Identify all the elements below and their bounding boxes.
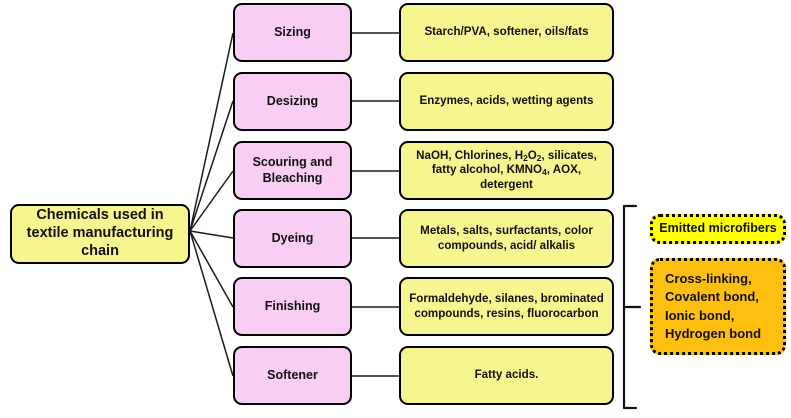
stage-label: Softener <box>267 367 318 382</box>
outcome-label: Cross-linking,Covalent bond,Ionic bond,H… <box>665 270 762 341</box>
chemical-box-sizing[interactable]: Starch/PVA, softener, oils/fats <box>399 3 614 62</box>
connector-root-to-desizing <box>189 100 234 232</box>
root-node: Chemicals used in textile manufacturing … <box>10 204 190 264</box>
connector-root-to-dyeing <box>189 230 234 239</box>
chemical-label: Starch/PVA, softener, oils/fats <box>424 25 589 39</box>
stage-box-desizing[interactable]: Desizing <box>233 72 352 131</box>
stage-box-scouring-and-bleaching[interactable]: Scouring and Bleaching <box>233 141 352 200</box>
chemical-label: NaOH, Chlorines, H2O2, silicates, fatty … <box>416 149 597 191</box>
outcome-box-bonds[interactable]: Cross-linking,Covalent bond,Ionic bond,H… <box>650 258 786 355</box>
connector-root-to-scouring <box>189 170 234 232</box>
chemical-label: Enzymes, acids, wetting agents <box>419 94 594 108</box>
chemical-box-dyeing[interactable]: Metals, salts, surfactants, color compou… <box>399 209 614 268</box>
stage-box-finishing[interactable]: Finishing <box>233 277 352 336</box>
chemical-label: Fatty acids. <box>474 368 539 382</box>
chemical-label: Metals, salts, surfactants, color compou… <box>420 224 593 252</box>
stage-label: Desizing <box>266 93 319 108</box>
chemical-label: Formaldehyde, silanes, brominated compou… <box>409 292 604 320</box>
outcome-box-emitted-microfibers[interactable]: Emitted microfibers <box>650 214 786 244</box>
stage-label: Scouring and Bleaching <box>252 155 333 185</box>
stage-label: Finishing <box>264 298 321 313</box>
chemical-box-scouring-and-bleaching[interactable]: NaOH, Chlorines, H2O2, silicates, fatty … <box>399 141 614 200</box>
connector-root-to-softener <box>189 230 234 377</box>
chemical-box-softener[interactable]: Fatty acids. <box>399 346 614 405</box>
connector-root-to-sizing <box>189 32 234 232</box>
root-node-label: Chemicals used in textile manufacturing … <box>26 207 174 259</box>
chemical-box-desizing[interactable]: Enzymes, acids, wetting agents <box>399 72 614 131</box>
connector-root-to-finishing <box>189 230 234 308</box>
stage-box-dyeing[interactable]: Dyeing <box>233 209 352 268</box>
stage-label: Dyeing <box>271 230 314 245</box>
stage-box-sizing[interactable]: Sizing <box>233 3 352 62</box>
stage-box-softener[interactable]: Softener <box>233 346 352 405</box>
outcome-label: Emitted microfibers <box>659 221 777 236</box>
chemical-box-finishing[interactable]: Formaldehyde, silanes, brominated compou… <box>399 277 614 336</box>
stage-label: Sizing <box>274 24 311 39</box>
